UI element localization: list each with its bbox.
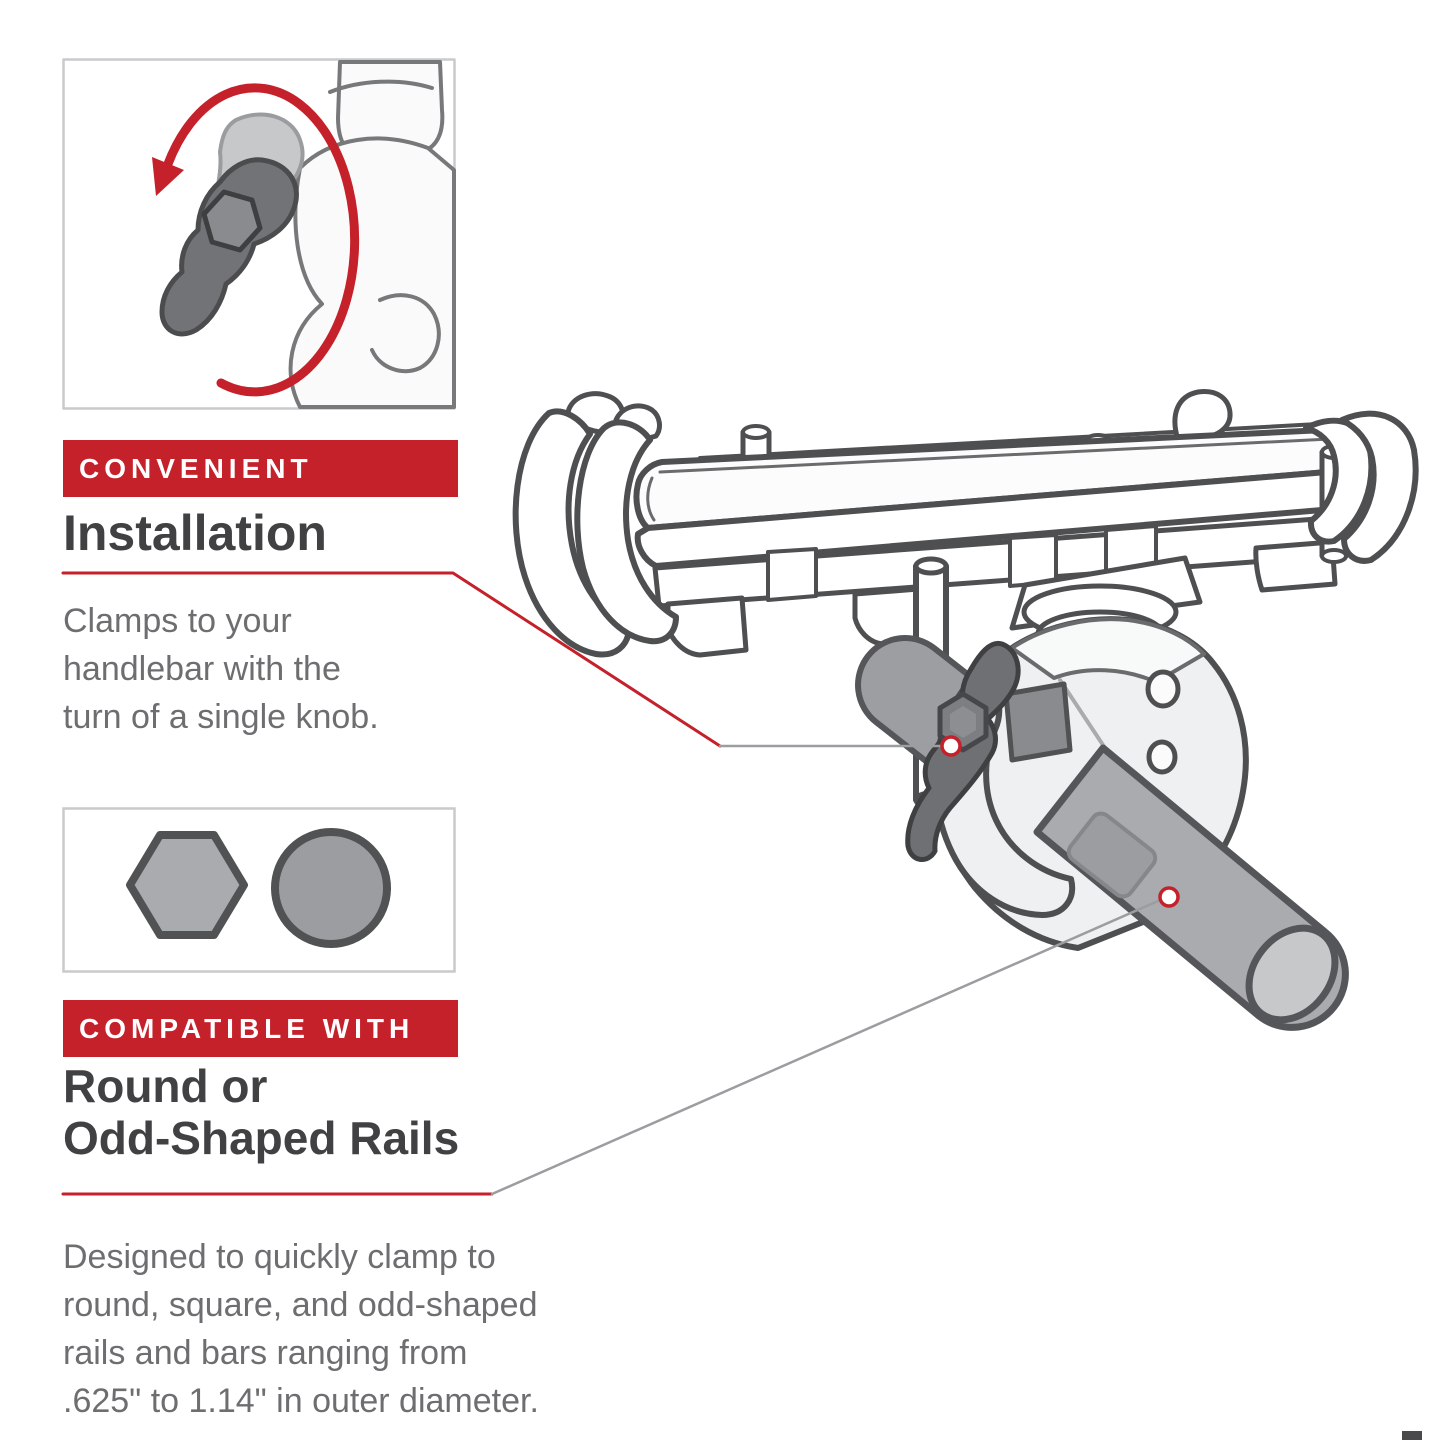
- claw-left-inner: [574, 419, 679, 645]
- rail-end-cap: [1245, 924, 1339, 1024]
- clamp-pivot-pin-upper: [1145, 669, 1181, 709]
- corner-mark: [1402, 1431, 1422, 1440]
- callout-marker-rail: [1158, 886, 1180, 908]
- rail-recess-detail: [1066, 811, 1158, 899]
- section-body-rails: Designed to quickly clamp to round, squa…: [63, 1238, 539, 1420]
- claw-right-outer: [1339, 410, 1419, 564]
- callout-marker-knob: [940, 735, 962, 757]
- knob-hex-recess: [201, 189, 263, 253]
- circle-shape: [271, 828, 391, 948]
- eyebrow-banner-convenient: CONVENIENT: [63, 440, 458, 497]
- round-rail: [1033, 744, 1349, 1031]
- rotation-arrow: [163, 83, 360, 397]
- hexagon-shape: [126, 831, 248, 939]
- eyebrow-compatible-label: COMPATIBLE WITH: [79, 1012, 415, 1044]
- inset-rail-shapes: [62, 807, 456, 973]
- leader-rails-gray: [490, 899, 1160, 1196]
- phone-cradle-illustration: [61, 388, 1422, 1440]
- rotation-arrowhead-icon: [152, 157, 184, 196]
- rear-hook-right: [1172, 388, 1233, 447]
- inset-knob-turn: [62, 58, 456, 410]
- phone-slab: [633, 425, 1405, 569]
- leader-installation-red: [61, 571, 722, 748]
- eyebrow-convenient-label: CONVENIENT: [79, 452, 313, 484]
- eyebrow-banner-compatible-with: COMPATIBLE WITH: [63, 1000, 458, 1057]
- knob-shaft: [1003, 681, 1073, 763]
- callout-leaders: [61, 571, 1180, 1196]
- section-title-installation: Installation: [63, 505, 327, 561]
- section-title-rails: Round or Odd-Shaped Rails: [63, 1060, 460, 1164]
- section-body-installation: Clamps to your handlebar with the turn o…: [63, 602, 379, 736]
- inset-rail-shapes-border: [62, 807, 456, 973]
- clamp-knob: [905, 640, 1021, 862]
- clamp-pivot-pin-lower: [1146, 739, 1178, 775]
